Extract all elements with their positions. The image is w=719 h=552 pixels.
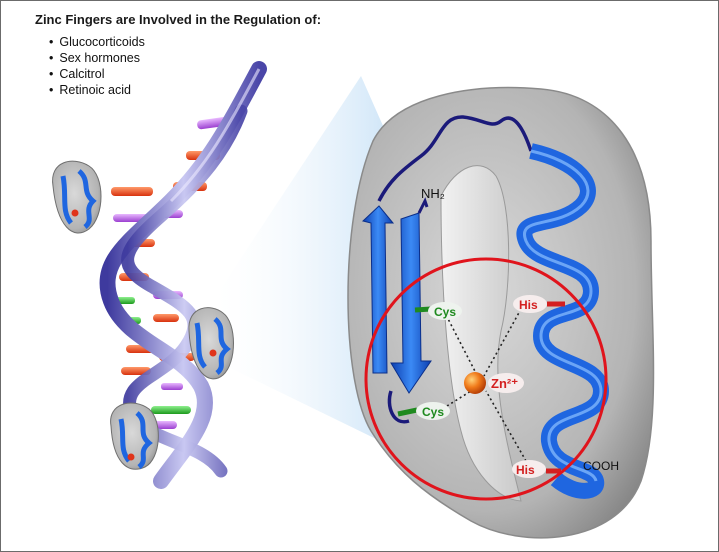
beta-strand	[361, 205, 395, 374]
zinc-binding-site-circle	[364, 257, 608, 501]
his-label: His	[516, 463, 535, 477]
n-terminus-label: NH₂	[421, 186, 445, 201]
zinc-label: Zn²⁺	[491, 376, 518, 391]
c-terminus-label: COOH	[583, 459, 619, 473]
cys-side-chain	[397, 407, 418, 417]
backbone-loop	[387, 390, 410, 424]
hormone-item: Glucocorticoids	[59, 34, 144, 50]
cys-label: Cys	[422, 405, 444, 419]
cys-side-chain	[414, 306, 432, 313]
small-zinc-finger	[52, 160, 102, 234]
hormone-item: Retinoic acid	[59, 82, 145, 98]
zinc-ion	[464, 372, 486, 394]
zinc-finger-closeup: Cys Cys His His Zn²⁺ NH₂ COOH	[347, 86, 655, 539]
cys-label: Cys	[434, 305, 456, 319]
hormone-item: Calcitrol	[59, 66, 145, 82]
beta-strand	[390, 212, 432, 394]
figure-heading: Zinc Fingers are Involved in the Regulat…	[35, 12, 322, 27]
hormone-item: Sex hormones	[59, 50, 145, 66]
small-zinc-finger	[188, 307, 234, 380]
backbone-loop	[377, 115, 533, 202]
small-zinc-finger	[110, 402, 159, 470]
dna-helix	[99, 61, 267, 489]
his-label: His	[519, 298, 538, 312]
hormone-list: Glucocorticoids Sex hormones Calcitrol R…	[59, 34, 145, 98]
